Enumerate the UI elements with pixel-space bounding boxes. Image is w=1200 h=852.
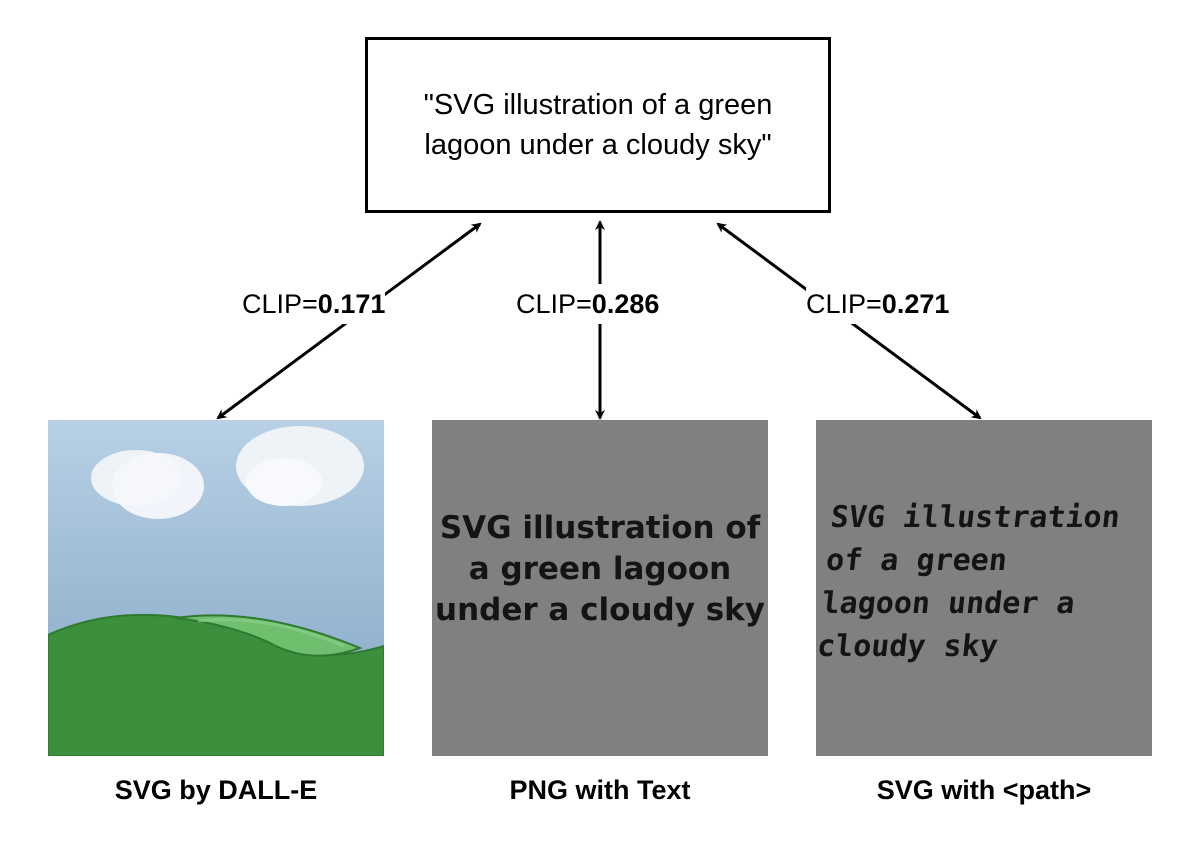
clip-value: 0.171	[317, 289, 386, 319]
svg-path-image: SVG illustration of a green lagoon under…	[816, 420, 1152, 756]
caption-dalle: SVG by DALL-E	[114, 775, 318, 805]
path-text-line: cloudy sky	[816, 629, 1000, 664]
clip-score-left: CLIP=0.171	[242, 284, 386, 324]
clip-label: CLIP=	[516, 289, 592, 319]
clip-score-right: CLIP=0.271	[806, 284, 950, 324]
prompt-box: "SVG illustration of a green lagoon unde…	[365, 37, 831, 213]
path-text-line: of a green	[824, 543, 1009, 578]
clip-label: CLIP=	[242, 289, 318, 319]
png-rendered-text: SVG illustration of a green lagoon under…	[435, 510, 765, 628]
caption-svg-path: SVG with <path>	[876, 775, 1092, 805]
clip-value: 0.286	[591, 289, 660, 319]
path-text-line: lagoon under a	[819, 586, 1077, 621]
png-text-image: SVG illustration of a green lagoon under…	[432, 420, 768, 756]
caption-png: PNG with Text	[509, 775, 691, 805]
dalle-svg-image	[48, 420, 384, 756]
prompt-text: "SVG illustration of a green lagoon unde…	[423, 89, 773, 161]
clip-score-middle: CLIP=0.286	[516, 284, 660, 324]
path-rendered-text: SVG illustration of a green lagoon under…	[816, 496, 1152, 668]
clip-label: CLIP=	[806, 289, 882, 319]
clip-value: 0.271	[881, 289, 950, 319]
path-text-line: SVG illustration	[828, 500, 1122, 535]
